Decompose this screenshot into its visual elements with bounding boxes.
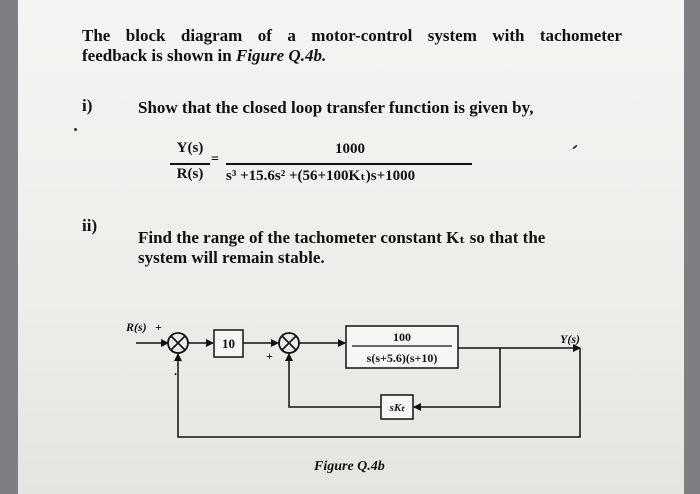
- question-ii-number: ii): [82, 216, 98, 235]
- lhs-denominator: R(s): [176, 166, 204, 182]
- rhs-fraction-bar: [226, 163, 472, 165]
- intro-line-1: The block diagram of a motor-control sys…: [82, 26, 622, 45]
- equals-sign: =: [211, 152, 219, 167]
- plant-numerator: 100: [393, 330, 411, 344]
- figure-reference: Figure Q.4b.: [235, 46, 327, 65]
- question-ii-line-1: Find the range of the tachometer constan…: [138, 228, 546, 247]
- lhs-numerator: Y(s): [176, 140, 204, 156]
- inner-feedback-path: [413, 348, 501, 411]
- tachometer-block: sKₜ: [380, 394, 414, 420]
- paper-sheet: [18, 0, 684, 494]
- outer-feedback-path: [174, 348, 581, 438]
- question-i-text: Show that the closed loop transfer funct…: [138, 98, 534, 117]
- plant-block: 100 s(s+5.6)(s+10): [345, 325, 459, 369]
- intro-line-2: feedback is shown in Figure Q.4b.: [82, 46, 327, 65]
- input-label: R(s): [125, 320, 147, 334]
- question-i-number: i): [82, 96, 93, 115]
- rhs-denominator: s³ +15.6s² +(56+100Kₜ)s+1000: [226, 168, 416, 184]
- figure-caption: Figure Q.4b: [314, 459, 385, 474]
- lhs-fraction-bar: [170, 163, 210, 165]
- summing-junction-1: [167, 332, 189, 354]
- summing-plus-2: +: [266, 349, 273, 363]
- summing-plus-1: +: [155, 320, 162, 334]
- gain-value: 10: [222, 336, 235, 351]
- output-label: Y(s): [560, 332, 580, 346]
- rhs-numerator: 1000: [335, 141, 365, 157]
- tachometer-gain: sKₜ: [389, 402, 406, 414]
- question-intro: The block diagram of a motor-control sys…: [82, 26, 622, 66]
- plant-denominator: s(s+5.6)(s+10): [367, 351, 438, 365]
- summing-junction-2: [278, 332, 300, 354]
- tachometer-feedback-path: [285, 353, 381, 408]
- transfer-function-equation: Y(s) R(s) = 1000 s³ +15.6s² +(56+100Kₜ)s…: [170, 140, 472, 190]
- gain-block: 10: [213, 329, 244, 358]
- paper-speck: [74, 128, 77, 131]
- question-ii-line-2: system will remain stable.: [138, 248, 325, 267]
- feedback-sign-1: .: [174, 364, 177, 378]
